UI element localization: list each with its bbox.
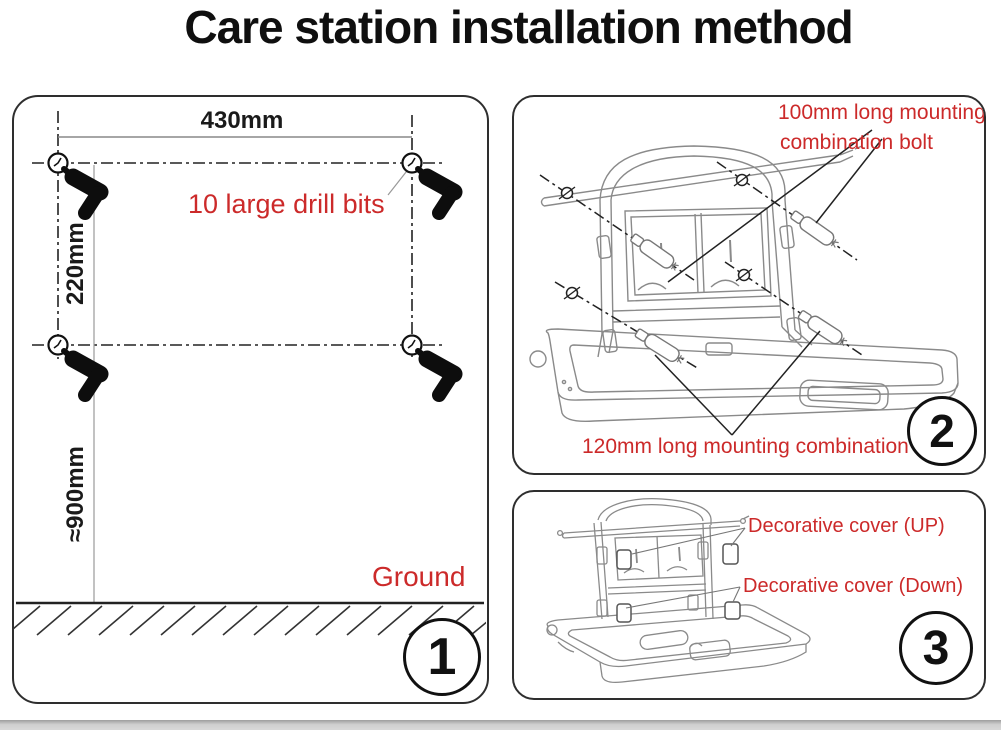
cover-up-label: Decorative cover (UP) (748, 515, 945, 537)
cover-down-left (616, 603, 632, 623)
ground-hatching (14, 605, 486, 636)
width-dimension-label: 430mm (200, 107, 284, 134)
cover-up-right (722, 543, 739, 565)
leader-120mm-left (654, 354, 733, 436)
open-tray (529, 328, 959, 423)
top-cover (599, 145, 786, 201)
panel-drilling-template: 430mm 220mm ≈900mm 10 large drill bits G… (12, 95, 489, 704)
back-frame (593, 521, 714, 620)
ground-label: Ground (372, 561, 466, 592)
step-number-badge: 2 (907, 396, 977, 466)
top-cover (597, 498, 712, 525)
care-station-drawing-small (546, 498, 811, 684)
panel-decorative-covers: Decorative cover (UP) Decorative cover (… (512, 490, 986, 700)
step-number-1: 1 (427, 628, 457, 686)
bottom-gray-bar (0, 720, 1001, 730)
step-number-2: 2 (929, 405, 955, 457)
ground-height-dimension-label: ≈900mm (62, 446, 89, 542)
step-number-badge: 1 (403, 618, 481, 696)
leader-100mm-right (815, 138, 883, 224)
wall-rail (556, 515, 750, 539)
panel-bolt-mounting: 100mm long mounting combination bolt 120… (512, 95, 986, 475)
leader-up-left (631, 527, 746, 555)
cover-up-left (616, 549, 632, 570)
hole-spacing-dimension-label: 220mm (62, 222, 89, 305)
drill-bits-label: 10 large drill bits (188, 189, 385, 219)
leader-down-right (732, 586, 741, 603)
leader-100mm-left (667, 129, 873, 283)
bolt-100mm-label-line2: combination bolt (780, 131, 933, 154)
drill-hole-icon (47, 152, 423, 356)
hinge-brackets (596, 224, 802, 354)
cover-down-label: Decorative cover (Down) (743, 575, 964, 597)
step-number-3: 3 (922, 621, 950, 675)
leader-120mm-right (731, 330, 821, 436)
leader-up-right (730, 527, 746, 547)
bolt-mounting-diagram (529, 129, 959, 436)
back-frame (597, 199, 813, 358)
decorative-cover-icon (616, 543, 741, 623)
care-station-drawing (529, 145, 959, 423)
cover-down-right (724, 601, 741, 620)
wall-rail (540, 145, 863, 207)
bolt-120mm-label: 120mm long mounting combination bolt (582, 435, 949, 458)
page-title: Care station installation method (184, 1, 853, 53)
label-leader-lines (654, 129, 883, 436)
open-tray (546, 604, 811, 684)
drilling-diagram (14, 111, 486, 636)
leader-down-left (625, 586, 741, 609)
decorative-covers-diagram (546, 498, 811, 684)
label-leader-lines (625, 527, 746, 609)
bolt-100mm-label-line1: 100mm long mounting (778, 101, 986, 124)
step-number-badge: 3 (899, 611, 973, 685)
